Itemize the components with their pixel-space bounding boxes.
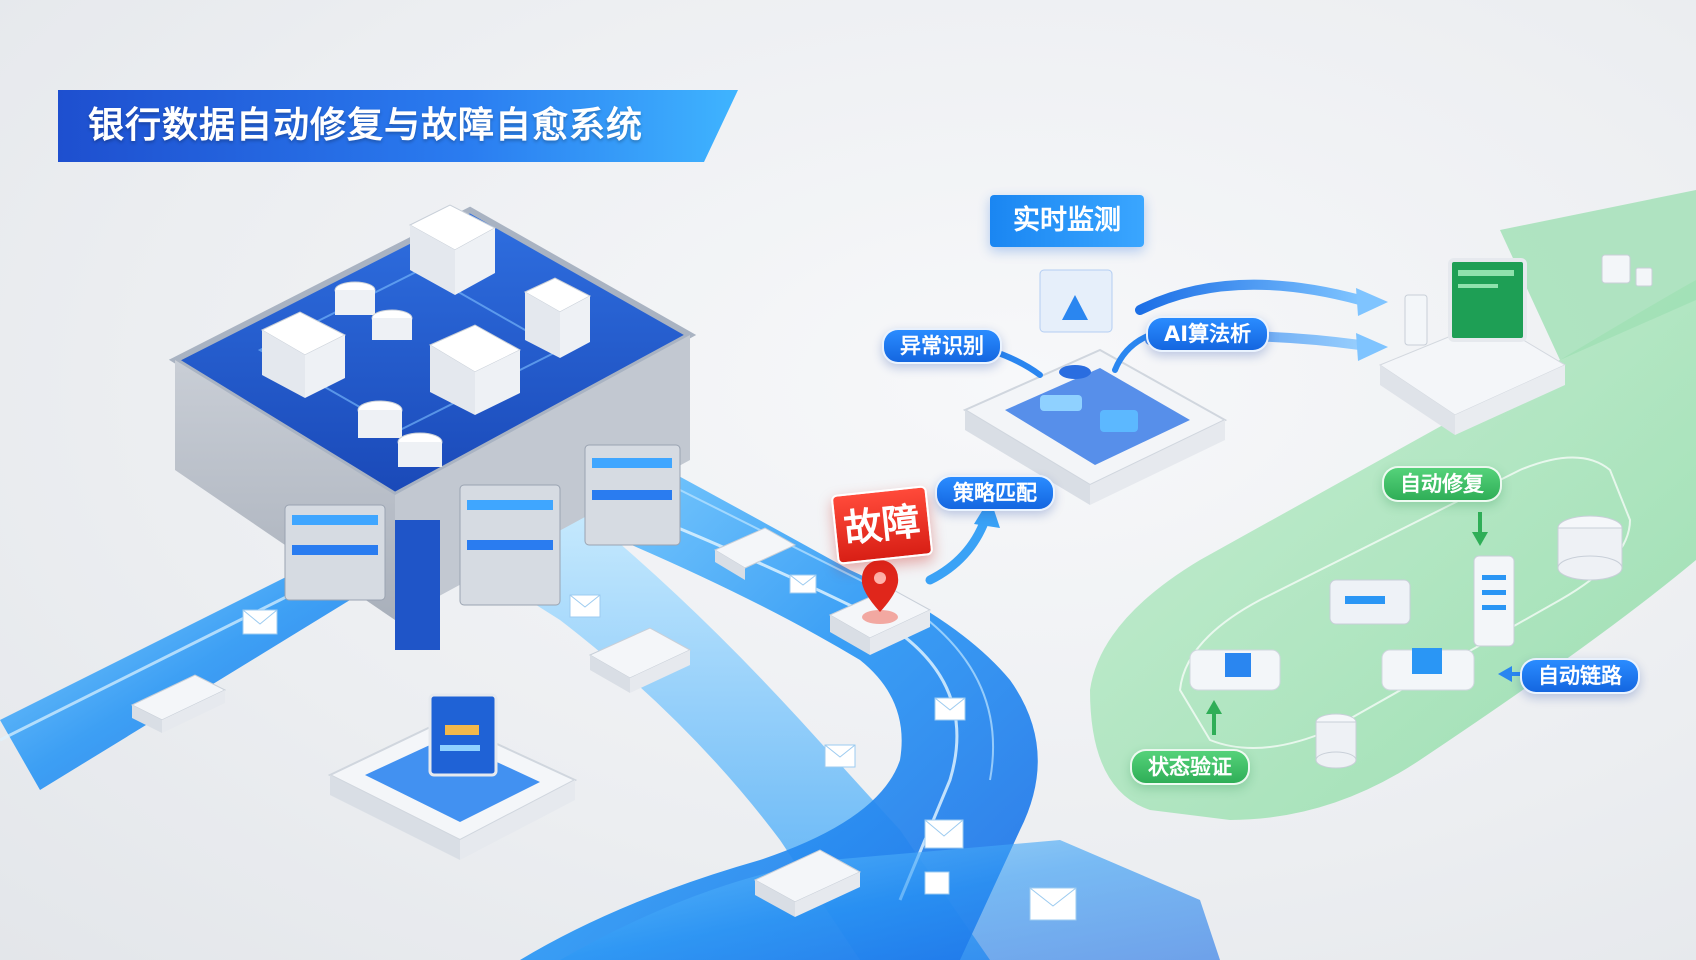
label-status-verification: 状态验证 xyxy=(1130,749,1250,785)
label-strategy-matching: 策略匹配 xyxy=(935,475,1055,511)
label-fault: 故障 xyxy=(831,485,934,565)
label-ai-algorithm: AI算法析 xyxy=(1146,316,1269,352)
page-title: 银行数据自动修复与故障自愈系统 xyxy=(88,90,643,162)
laptop-platform xyxy=(330,695,575,860)
repair-zone xyxy=(1090,190,1696,820)
title-banner: 银行数据自动修复与故障自愈系统 xyxy=(58,90,738,162)
green-storage-stack xyxy=(1330,580,1410,624)
green-database-2 xyxy=(1316,714,1356,768)
data-stream-left xyxy=(0,570,350,790)
ai-arrow xyxy=(1115,335,1150,370)
label-realtime-monitoring: 实时监测 xyxy=(990,195,1144,247)
green-server-box xyxy=(1190,650,1280,690)
flow-arrow-top xyxy=(1140,285,1360,310)
label-auto-link: 自动链路 xyxy=(1520,658,1640,694)
green-cube-box xyxy=(1382,648,1474,690)
label-auto-repair: 自动修复 xyxy=(1382,466,1502,502)
monitoring-platform xyxy=(965,270,1225,505)
green-tower xyxy=(1474,556,1514,646)
strategy-arrow xyxy=(930,520,985,580)
label-anomaly-detection: 异常识别 xyxy=(882,328,1002,364)
green-database-1 xyxy=(1558,516,1622,580)
